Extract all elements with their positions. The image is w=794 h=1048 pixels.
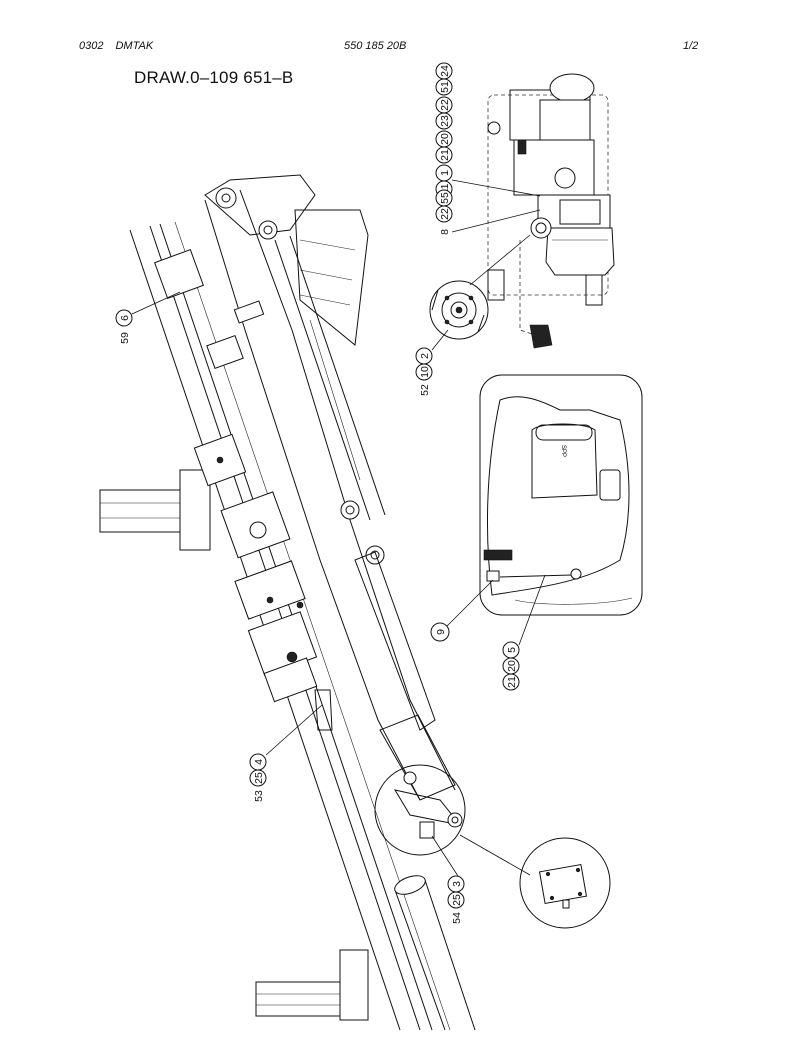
callout-22-23-b: 23 [439, 115, 451, 127]
callout-8-22-55: 55 22 8 [435, 189, 453, 235]
header-code: 0302 [79, 40, 104, 52]
callout-53-25-4-c: 4 [253, 759, 265, 765]
callout-20-21: 20 21 [435, 130, 453, 164]
callout-52-10-2-c: 2 [419, 353, 431, 359]
callout-52-10-2-a: 52 [419, 384, 431, 396]
callout-59-6: 6 59 [115, 309, 133, 344]
callout-24-51-b: 51 [439, 81, 451, 93]
callout-8-22-55-a: 8 [439, 229, 451, 235]
detail-circle-sensor [519, 837, 611, 929]
callout-22-23: 22 23 [435, 96, 453, 130]
header-name: DMTAK [115, 40, 154, 52]
callout-54-25-3-a: 54 [451, 912, 463, 924]
header-left: 0302 DMTAK [79, 40, 165, 52]
callout-20-21-a: 20 [439, 133, 451, 145]
callout-21-20-5-c: 5 [506, 647, 518, 653]
callout-53-25-4: 4 25 53 [249, 753, 267, 802]
header-part-number: 550 185 20B [344, 40, 407, 52]
callout-54-25-3-c: 3 [451, 881, 463, 887]
detail-circle-boom [374, 764, 531, 876]
callout-20-21-b: 21 [439, 149, 451, 161]
callout-1-11-a: 1 [439, 170, 451, 176]
callout-24-51-a: 24 [439, 65, 451, 77]
callout-59-6-b: 6 [119, 315, 131, 321]
callout-22-23-a: 22 [439, 99, 451, 111]
callout-21-20-5-a: 21 [506, 676, 518, 688]
callout-52-10-2: 2 10 52 [415, 347, 433, 396]
callout-53-25-4-b: 25 [253, 772, 265, 784]
control-panel-view: SPP [479, 374, 643, 616]
callout-53-25-4-a: 53 [253, 790, 265, 802]
callout-8-22-55-b: 22 [439, 208, 451, 220]
cab-assembly-view [487, 73, 615, 349]
drawing-title: DRAW.0–109 651–B [134, 68, 294, 87]
callout-24-51: 24 51 [435, 62, 453, 96]
header-page-number: 1/2 [683, 40, 699, 52]
callout-9-label: 9 [435, 629, 447, 635]
callout-59-6-a: 59 [119, 332, 131, 344]
callout-54-25-3: 3 25 54 [447, 875, 465, 924]
callout-8-22-55-c: 55 [439, 192, 451, 204]
callout-21-20-5-b: 20 [506, 660, 518, 672]
plate-label: SPP [560, 445, 566, 457]
callout-21-20-5: 5 20 21 [502, 641, 520, 691]
reel-detail [429, 234, 531, 340]
boom-assembly [99, 174, 476, 1031]
callout-52-10-2-b: 10 [419, 366, 431, 378]
callout-54-25-3-b: 25 [451, 894, 463, 906]
callout-1-11-b: 11 [439, 183, 451, 194]
callout-9: 9 [430, 622, 450, 642]
